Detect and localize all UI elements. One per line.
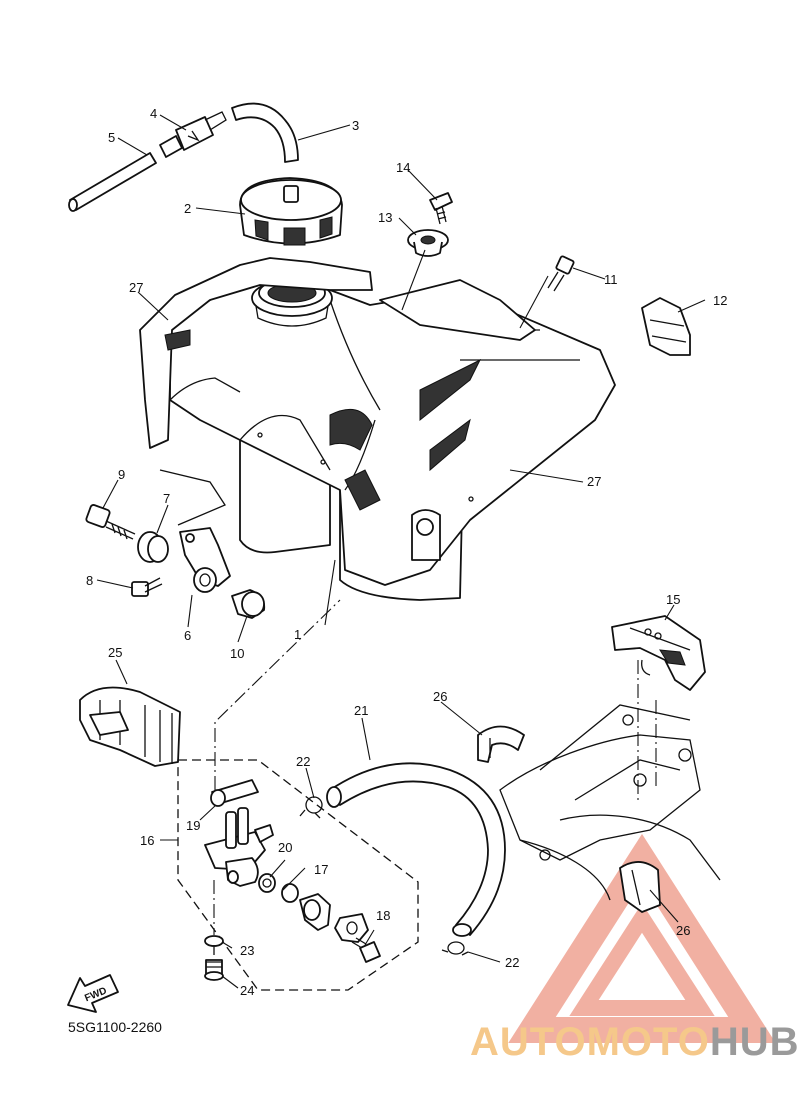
callout-20: 20 <box>278 840 292 855</box>
callout-12: 12 <box>713 293 727 308</box>
callout-26-lower: 26 <box>676 923 690 938</box>
callout-13: 13 <box>378 210 392 225</box>
cock-bracket <box>611 615 706 691</box>
damper-upper <box>477 725 525 763</box>
callout-3: 3 <box>352 118 359 133</box>
watermark-text-part1: AUTOMOTO <box>470 1020 710 1064</box>
side-cover-left <box>139 257 373 449</box>
fuel-tank <box>169 278 616 601</box>
fuel-cap <box>239 177 343 246</box>
callout-4: 4 <box>150 106 157 121</box>
callout-26-upper: 26 <box>433 689 447 704</box>
callout-24: 24 <box>240 983 254 998</box>
callout-9: 9 <box>118 467 125 482</box>
callout-1: 1 <box>294 627 301 642</box>
rubber-damper <box>407 229 449 257</box>
callout-22-lower: 22 <box>505 955 519 970</box>
fuel-cock-assembly <box>177 759 419 991</box>
callout-14: 14 <box>396 160 410 175</box>
callout-19: 19 <box>186 818 200 833</box>
watermark-text: AUTOMOTOHUB <box>470 1020 800 1064</box>
callout-21: 21 <box>354 703 368 718</box>
callout-11: 11 <box>604 272 618 287</box>
callout-10: 10 <box>230 646 244 661</box>
breather-pipe <box>68 152 157 212</box>
callout-27-right: 27 <box>587 474 601 489</box>
band-clip <box>641 297 691 356</box>
callout-15: 15 <box>666 592 680 607</box>
frame-section <box>499 704 721 901</box>
fuel-hose <box>326 762 506 937</box>
tank-screw <box>429 192 453 225</box>
fuel-cock-protector <box>79 686 181 767</box>
callout-labels: 1 2 3 4 5 6 7 8 9 10 11 12 13 14 15 16 1… <box>86 106 727 998</box>
watermark-text-part2: HUB <box>710 1020 800 1064</box>
callout-8: 8 <box>86 573 93 588</box>
damper-lower <box>619 861 661 913</box>
callout-25: 25 <box>108 645 122 660</box>
callout-18: 18 <box>376 908 390 923</box>
callout-7: 7 <box>163 491 170 506</box>
callout-6: 6 <box>184 628 191 643</box>
callout-17: 17 <box>314 862 328 877</box>
mount-hardware <box>85 469 266 619</box>
callout-23: 23 <box>240 943 254 958</box>
fwd-arrow-icon: FWD <box>67 974 119 1013</box>
callout-22-upper: 22 <box>296 754 310 769</box>
callout-27-left: 27 <box>129 280 143 295</box>
callout-2: 2 <box>184 201 191 216</box>
drawing-code: 5SG1100-2260 <box>68 1019 162 1035</box>
check-valve <box>159 111 227 158</box>
side-cover-right <box>379 279 536 341</box>
seat-bolt <box>547 255 575 292</box>
breather-hose <box>231 102 299 163</box>
leader-lines <box>96 114 706 989</box>
watermark-logo <box>508 833 776 1043</box>
callout-5: 5 <box>108 130 115 145</box>
callout-16: 16 <box>140 833 154 848</box>
hose-clip-lower <box>441 941 469 956</box>
